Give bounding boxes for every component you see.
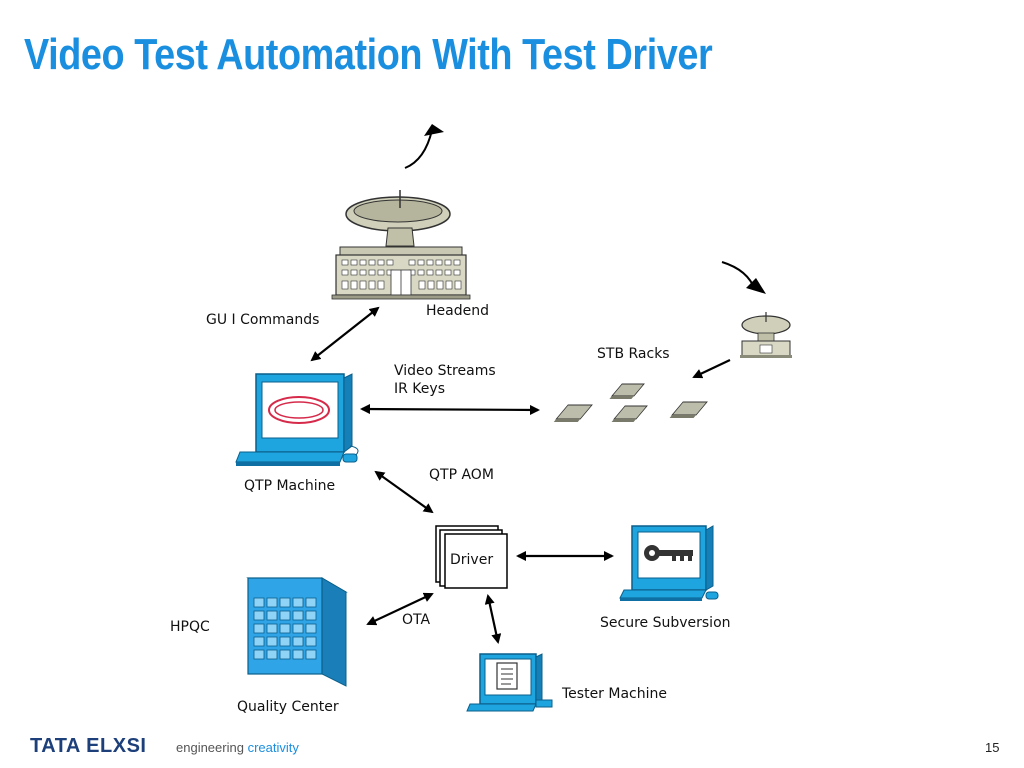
brand-logo: TATA ELXSI bbox=[30, 735, 147, 757]
edge-receiver-stb bbox=[692, 359, 731, 379]
secure-subversion-label: Secure Subversion bbox=[600, 615, 731, 631]
tagline-prefix: engineering bbox=[176, 740, 248, 755]
signal-arrow-icon-2 bbox=[721, 261, 766, 294]
qtp-machine-label: QTP Machine bbox=[244, 478, 336, 494]
edge-headend-qtp bbox=[310, 306, 380, 362]
ota-label: OTA bbox=[402, 612, 431, 628]
stb-box-icons bbox=[553, 383, 708, 422]
edge-qtp-stb bbox=[360, 404, 540, 415]
headend-icon bbox=[331, 190, 471, 300]
page-number: 15 bbox=[985, 740, 1000, 755]
signal-arrow-icon bbox=[404, 124, 444, 169]
stb-racks-label: STB Racks bbox=[597, 346, 670, 362]
qtp-aom-label: QTP AOM bbox=[429, 467, 494, 483]
gui-commands-label: GU I Commands bbox=[206, 312, 320, 328]
stb-receiver-icon bbox=[740, 312, 792, 358]
driver-icon bbox=[435, 525, 508, 589]
tester-machine-label: Tester Machine bbox=[562, 686, 667, 702]
tester-machine-icon bbox=[466, 653, 553, 712]
quality-center-label: Quality Center bbox=[237, 699, 339, 715]
secure-subversion-icon bbox=[619, 525, 719, 601]
video-streams-label: Video Streams bbox=[394, 363, 496, 379]
tagline-accent: creativity bbox=[247, 740, 299, 755]
quality-center-icon bbox=[246, 577, 348, 687]
slide-title: Video Test Automation With Test Driver bbox=[24, 30, 713, 79]
driver-label: Driver bbox=[450, 552, 494, 568]
qtp-machine-icon bbox=[235, 373, 359, 466]
brand-tagline: engineering creativity bbox=[176, 740, 299, 755]
ir-keys-label: IR Keys bbox=[394, 381, 445, 397]
edge-driver-tester bbox=[484, 594, 502, 644]
edge-arrows bbox=[310, 306, 731, 644]
edge-qtp-driver bbox=[374, 470, 434, 514]
edge-driver-qc bbox=[366, 592, 434, 626]
headend-label: Headend bbox=[426, 303, 489, 319]
hpqc-label: HPQC bbox=[170, 619, 210, 635]
